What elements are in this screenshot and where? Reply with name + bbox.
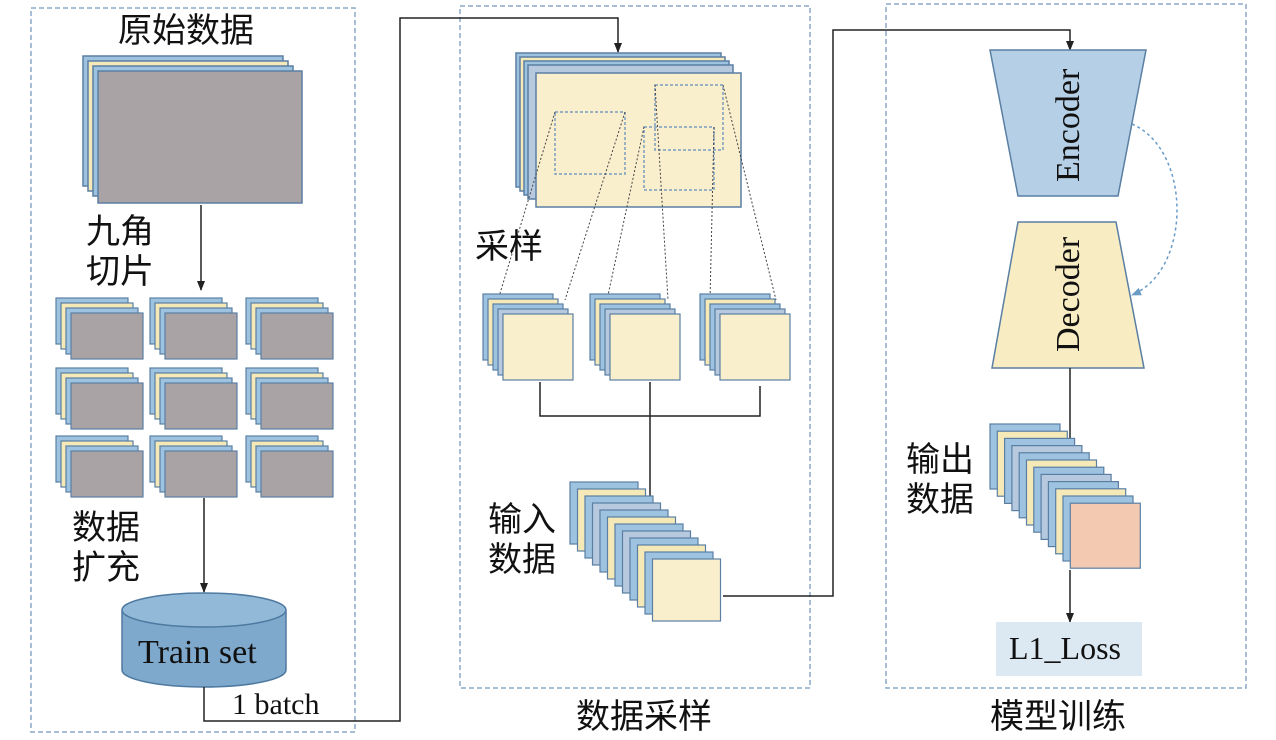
crop-card: [502, 313, 574, 381]
input-label-line-1: 输入: [488, 500, 556, 540]
slice-card: [260, 382, 334, 430]
slice-card: [164, 312, 238, 360]
slice-card: [70, 450, 144, 498]
sampled-crop-stack: [699, 293, 791, 381]
crop-card: [719, 313, 791, 381]
slice-card: [164, 450, 238, 498]
slice-card: [260, 312, 334, 360]
slice-stack: [149, 435, 238, 498]
slice-card: [70, 312, 144, 360]
sampled-crops: [482, 293, 791, 381]
sample-label: 采样: [475, 227, 543, 267]
trainset-label: Train set: [138, 634, 257, 671]
batch-label: 1 batch: [232, 688, 320, 721]
raw-data-stack: [82, 55, 303, 204]
output-label-line-1: 输出: [906, 440, 974, 480]
decoder-label: Decoder: [1050, 236, 1087, 352]
slice-stack: [55, 367, 144, 430]
slice-label: 九角 切片: [86, 212, 154, 292]
panel-model-training: [885, 3, 1247, 689]
slice-card: [260, 450, 334, 498]
slice-stack: [245, 297, 334, 360]
sampling-caption: 数据采样: [576, 697, 712, 737]
training-caption: 模型训练: [990, 697, 1126, 737]
output-card: [1069, 502, 1141, 569]
sampled-crop-stack: [589, 293, 681, 381]
input-data-label: 输入 数据: [488, 500, 556, 580]
output-data-stack: [989, 423, 1141, 569]
slice-stack: [55, 297, 144, 360]
input-data-stack: [569, 481, 722, 622]
sampled-crop-stack: [482, 293, 574, 381]
output-label-line-2: 数据: [906, 480, 974, 520]
augment-label-line-2: 扩充: [72, 548, 140, 588]
crop-card: [609, 313, 681, 381]
slice-stack: [245, 367, 334, 430]
slice-card: [70, 382, 144, 430]
slice-stack: [245, 435, 334, 498]
augment-label: 数据 扩充: [72, 508, 140, 588]
loss-label: L1_Loss: [1009, 630, 1121, 666]
input-label-line-2: 数据: [488, 540, 556, 580]
decoder-block: [991, 221, 1145, 369]
slice-card: [164, 382, 238, 430]
input-card: [651, 558, 722, 622]
input-to-model-connector: [723, 29, 1074, 597]
raw-data-title: 原始数据: [118, 11, 254, 51]
loss-box: [996, 622, 1142, 676]
output-data-label: 输出 数据: [906, 440, 974, 520]
slice-label-line-2: 切片: [86, 252, 154, 292]
encoder-label: Encoder: [1050, 68, 1087, 182]
slice-stack: [55, 435, 144, 498]
batch-connector-line: [203, 17, 622, 722]
panel-raw-data: [30, 7, 356, 733]
panel-data-sampling: [459, 5, 811, 689]
slice-label-line-1: 九角: [86, 212, 154, 252]
trainset-cylinder: [121, 592, 287, 688]
sampling-source-stack: [515, 52, 742, 208]
slice-stack: [149, 297, 238, 360]
sampling-dotted-lines: [497, 84, 777, 301]
encoder-block: [989, 49, 1147, 197]
augment-label-line-1: 数据: [72, 508, 140, 548]
skip-connection-arrow: [1131, 123, 1178, 296]
slice-grid: [55, 297, 334, 498]
slice-stack: [149, 367, 238, 430]
